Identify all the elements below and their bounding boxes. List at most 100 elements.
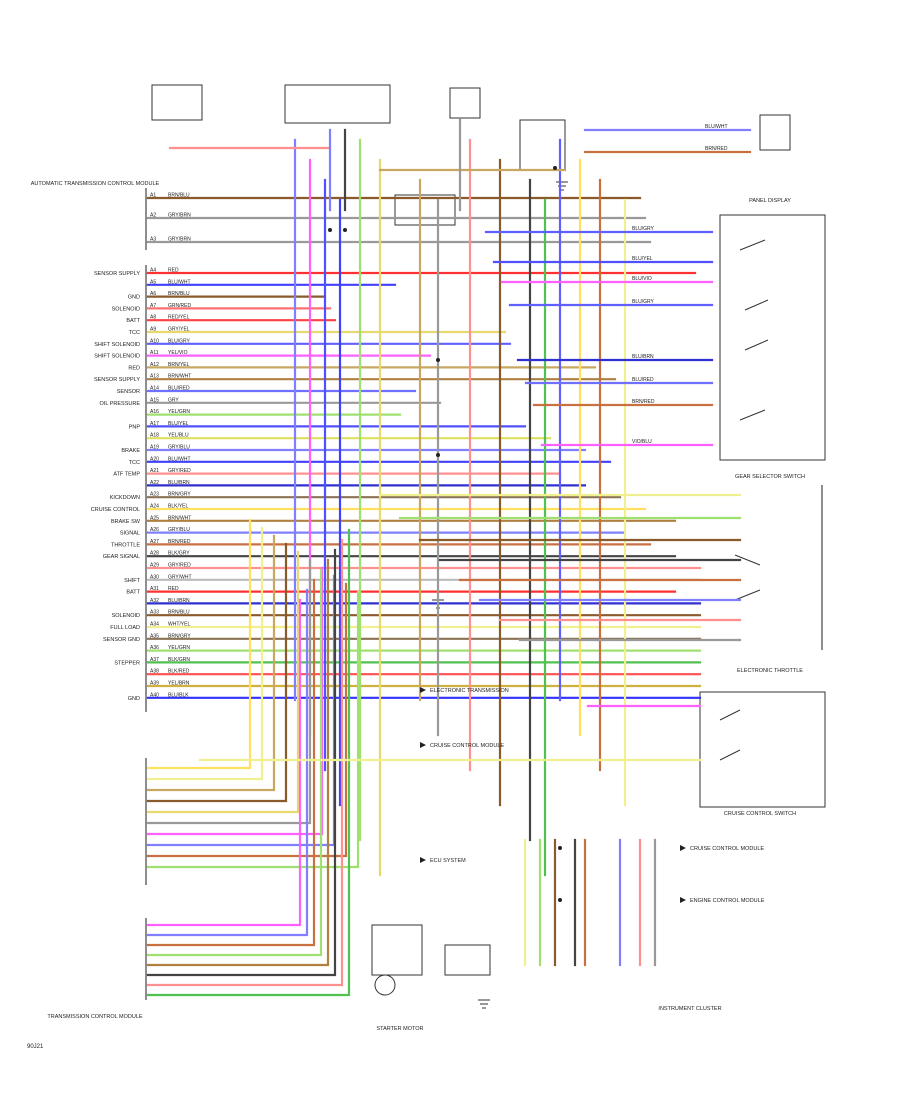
ecu-pin-number: A10 bbox=[150, 338, 159, 344]
ground-symbol-3 bbox=[478, 999, 490, 1009]
ecu-pin-label: FULL LOAD bbox=[110, 625, 140, 631]
ecu-pin-label: ATF TEMP bbox=[113, 472, 140, 478]
panel-wire-label: BLU/VIO bbox=[632, 276, 652, 282]
bottom-ecu-wire bbox=[146, 568, 323, 957]
bottom-ecu-wire bbox=[146, 548, 337, 977]
ecu-pin-number: A24 bbox=[150, 504, 159, 510]
ecu-pin-number: A34 bbox=[150, 622, 159, 628]
ecu-wire-code: BLU/WHT bbox=[168, 279, 191, 285]
bottom-relay-box bbox=[444, 944, 491, 976]
ecu-pin-number: A37 bbox=[150, 657, 159, 663]
arrow-target-label: ENGINE CONTROL MODULE bbox=[690, 898, 765, 904]
ecu-pin-label: BATT bbox=[126, 590, 140, 596]
bottom-ecu-wire bbox=[146, 578, 316, 947]
ecu-pin-number: A30 bbox=[150, 574, 159, 580]
panel-switch-2 bbox=[744, 299, 769, 311]
ecu-pin-number: A21 bbox=[150, 468, 159, 474]
lower-ecu-wire bbox=[146, 550, 300, 814]
lower-ecu-wire bbox=[146, 558, 312, 825]
ecu-wire-code: BLU/BRN bbox=[168, 480, 190, 486]
bottom-ecu-wire bbox=[146, 538, 344, 987]
ecu-wire-code: BLU/RED bbox=[168, 386, 190, 392]
ecu-pin-number: A7 bbox=[150, 303, 156, 309]
lower-ecu-wire bbox=[146, 582, 348, 858]
panel-switch-4 bbox=[739, 409, 766, 421]
ecu-wire-code: BLK/GRN bbox=[168, 657, 190, 663]
ecu-pin-number: A25 bbox=[150, 515, 159, 521]
ecu-pin-label: SENSOR SUPPLY bbox=[94, 377, 140, 383]
lower-ecu-wire bbox=[146, 518, 252, 770]
fuse-box bbox=[449, 87, 481, 119]
ecu-wire-code: GRY/RED bbox=[168, 563, 191, 569]
ecu-wire-code: GRY/BLU bbox=[168, 445, 190, 451]
ecu-wire-code: YEL/GRN bbox=[168, 645, 190, 651]
ecu-pin-label: STEPPER bbox=[114, 660, 140, 666]
cruise-control-switch-box bbox=[699, 691, 826, 808]
ecu-wire-code: GRY/WHT bbox=[168, 574, 192, 580]
ecu-pin-number: A20 bbox=[150, 456, 159, 462]
arrow-head-icon bbox=[680, 845, 686, 851]
ecu-pin-number: A11 bbox=[150, 350, 159, 356]
arrow-target-label: CRUISE CONTROL MODULE bbox=[690, 846, 764, 852]
splice-dots bbox=[328, 166, 562, 902]
ecu-pin-number: A9 bbox=[150, 327, 156, 333]
panel-wire-label: BLU/BRN bbox=[632, 354, 654, 360]
ecu-pin-label: OIL PRESSURE bbox=[100, 401, 141, 407]
panel-wire-label: BLU/GRY bbox=[632, 226, 655, 232]
gear-switch-1 bbox=[734, 554, 761, 566]
ecu-pin-number: A15 bbox=[150, 397, 159, 403]
ecu-title-label: AUTOMATIC TRANSMISSION CONTROL MODULE bbox=[31, 181, 160, 187]
ecu-pin-label: GEAR SIGNAL bbox=[103, 554, 140, 560]
panel-switch-1 bbox=[739, 239, 766, 251]
panel-wire-label: BLU/YEL bbox=[632, 256, 653, 262]
ecu-pin-number: A8 bbox=[150, 315, 156, 321]
ecu-wire-code: YEL/BRN bbox=[168, 681, 190, 687]
ecu-pin-number: A28 bbox=[150, 551, 159, 557]
bottom-component-label: STARTER MOTOR bbox=[376, 1026, 423, 1032]
ecu-wire-code: BLK/RED bbox=[168, 669, 190, 675]
brake-light-switch-box bbox=[284, 84, 391, 124]
right-component-label: GEAR SELECTOR SWITCH bbox=[735, 474, 805, 480]
ecu-pin-number: A32 bbox=[150, 598, 159, 604]
ecu-wire-code: BLK/GRY bbox=[168, 551, 190, 557]
panel-switch-3 bbox=[744, 339, 769, 351]
ecu-pin-number: A38 bbox=[150, 669, 159, 675]
ecu-pin-number: A4 bbox=[150, 268, 156, 274]
bottom-component-label: INSTRUMENT CLUSTER bbox=[658, 1006, 721, 1012]
ecu-wire-code: BRN/WHT bbox=[168, 374, 191, 380]
ecu-pin-number: A12 bbox=[150, 362, 159, 368]
starter-relay-box bbox=[371, 924, 423, 976]
ecu-wire-code: BRN/BLU bbox=[168, 193, 190, 199]
arrow-head-icon bbox=[420, 857, 426, 863]
ecu-pin-number: A27 bbox=[150, 539, 159, 545]
ground-symbol-2 bbox=[556, 181, 568, 191]
lower-ecu-wire bbox=[146, 590, 360, 869]
ecu-wire-code: BRN/BLU bbox=[168, 291, 190, 297]
ecu-wire-code: GRY/YEL bbox=[168, 327, 190, 333]
bottom-component-label: TRANSMISSION CONTROL MODULE bbox=[47, 1014, 142, 1020]
ecu-pin-number: A1 bbox=[150, 193, 156, 199]
arrow-head-icon bbox=[420, 687, 426, 693]
ecu-pin-label: BRAKE SW bbox=[111, 519, 141, 525]
ecu-pin-label: SHIFT SOLENOID bbox=[94, 354, 140, 360]
ecu-pin-number: A40 bbox=[150, 692, 159, 698]
ecu-pin-number: A39 bbox=[150, 681, 159, 687]
lower-ecu-wire bbox=[146, 526, 264, 781]
right-component-label: PANEL DISPLAY bbox=[749, 198, 791, 204]
ecu-wire-code: BRN/RED bbox=[168, 539, 191, 545]
ecu-pin-number: A2 bbox=[150, 213, 156, 219]
splice-dot bbox=[343, 228, 347, 232]
arrow-head-icon bbox=[420, 742, 426, 748]
ecu-wire-code: GRY/BLU bbox=[168, 527, 190, 533]
wire-layer bbox=[146, 118, 752, 997]
ecu-pin-number: A6 bbox=[150, 291, 156, 297]
ecu-pin-label: BRAKE bbox=[121, 448, 140, 454]
ecu-pin-number: A3 bbox=[150, 237, 156, 243]
ecu-wire-code: RED bbox=[168, 268, 179, 274]
clutch-switch-box bbox=[519, 119, 566, 171]
right-component-label: CRUISE CONTROL SWITCH bbox=[724, 811, 796, 817]
ecu-pin-label: SHIFT bbox=[124, 578, 141, 584]
ecu-wire-code: BRN/WHT bbox=[168, 515, 191, 521]
